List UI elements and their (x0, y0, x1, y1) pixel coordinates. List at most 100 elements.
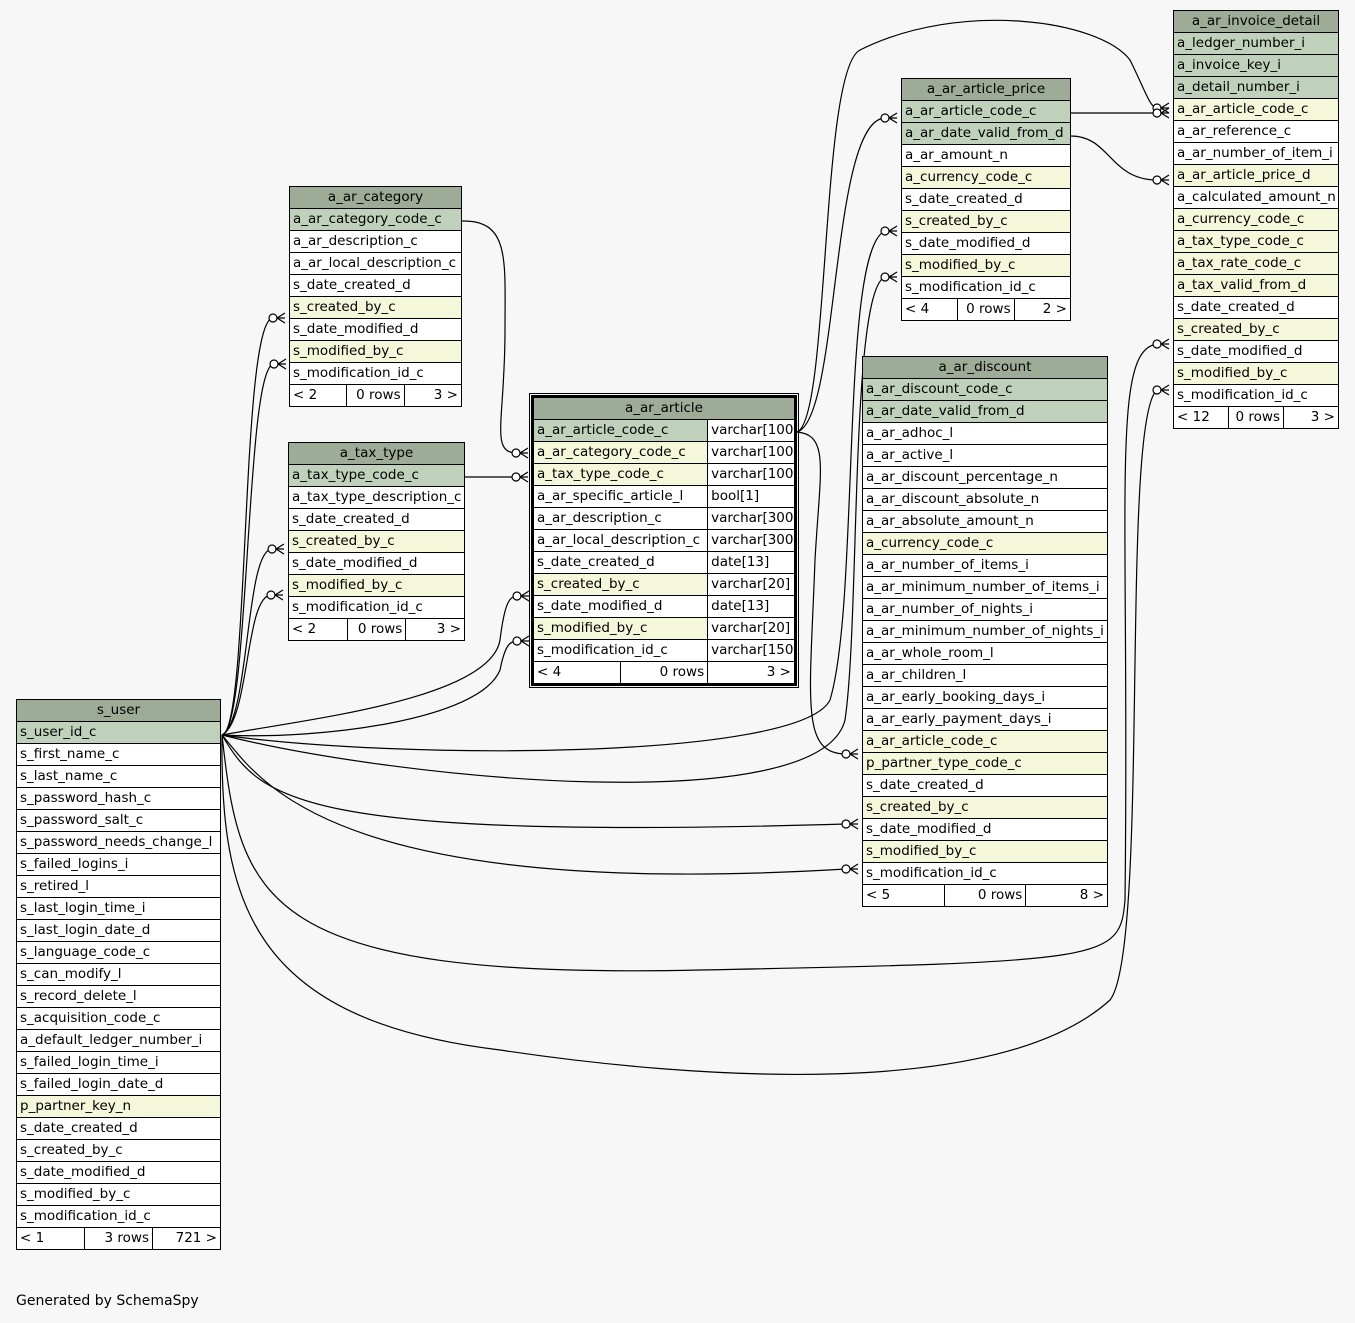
column-row[interactable]: s_date_created_d (16, 1117, 221, 1140)
column-row[interactable]: s_retired_l (16, 875, 221, 898)
column-row[interactable]: a_ar_whole_room_l (862, 642, 1108, 665)
column-row[interactable]: s_failed_login_time_i (16, 1051, 221, 1074)
children-count[interactable]: 2 > (1013, 298, 1072, 321)
column-row[interactable]: s_date_created_d (289, 274, 462, 297)
parents-count[interactable]: < 4 (900, 298, 959, 321)
column-row[interactable]: a_ar_active_l (862, 444, 1108, 467)
column-row[interactable]: a_ar_number_of_items_i (862, 554, 1108, 577)
column-row[interactable]: a_ar_amount_n (901, 144, 1071, 167)
parents-count[interactable]: < 12 (1173, 406, 1229, 429)
children-count[interactable]: 3 > (707, 661, 796, 685)
column-row[interactable]: s_date_modified_d (901, 232, 1071, 255)
column-row[interactable]: a_ar_adhoc_l (862, 422, 1108, 445)
column-row[interactable]: s_created_by_c (288, 530, 465, 553)
column-row[interactable]: s_modification_id_c (862, 862, 1108, 885)
column-row[interactable]: a_invoice_key_i (1173, 54, 1339, 77)
parents-count[interactable]: < 2 (288, 618, 348, 641)
parents-count[interactable]: < 2 (288, 384, 348, 407)
column-row[interactable]: s_user_id_c (16, 721, 221, 744)
column-row[interactable]: s_modification_id_c (288, 596, 465, 619)
children-count[interactable]: 3 > (403, 384, 463, 407)
column-row[interactable]: s_date_modified_d (289, 318, 462, 341)
column-row[interactable]: a_ar_children_l (862, 664, 1108, 687)
column-row[interactable]: a_detail_number_i (1173, 76, 1339, 99)
column-row[interactable]: s_modification_id_c (901, 276, 1071, 299)
column-row[interactable]: s_password_needs_change_l (16, 831, 221, 854)
children-count[interactable]: 721 > (152, 1227, 221, 1250)
column-row[interactable]: a_ar_local_description_c (289, 252, 462, 275)
column-row[interactable]: s_modified_by_c (288, 574, 465, 597)
column-row[interactable]: s_created_by_c (16, 1139, 221, 1162)
column-row[interactable]: a_tax_rate_code_c (1173, 252, 1339, 275)
column-row[interactable]: s_first_name_c (16, 743, 221, 766)
column-row[interactable]: s_last_login_time_i (16, 897, 221, 920)
column-row[interactable]: s_language_code_c (16, 941, 221, 964)
column-row[interactable]: s_date_modified_d (862, 818, 1108, 841)
column-row[interactable]: s_modification_id_c (289, 362, 462, 385)
children-count[interactable]: 3 > (405, 618, 465, 641)
column-row[interactable]: s_password_salt_c (16, 809, 221, 832)
column-row[interactable]: a_ar_description_c (289, 230, 462, 253)
column-row[interactable]: a_ar_reference_c (1173, 120, 1339, 143)
column-row[interactable]: s_last_name_c (16, 765, 221, 788)
column-row[interactable]: s_password_hash_c (16, 787, 221, 810)
parents-count[interactable]: < 4 (532, 661, 621, 685)
column-row[interactable]: p_partner_type_code_c (862, 752, 1108, 775)
column-row[interactable]: a_currency_code_c (901, 166, 1071, 189)
column-row[interactable]: a_tax_valid_from_d (1173, 274, 1339, 297)
column-row[interactable]: a_ar_date_valid_from_d (862, 400, 1108, 423)
column-row[interactable]: a_ar_absolute_amount_n (862, 510, 1108, 533)
parents-count[interactable]: < 5 (862, 884, 945, 907)
column-row[interactable]: a_ar_category_code_c (289, 208, 462, 231)
column-row[interactable]: a_ar_discount_percentage_n (862, 466, 1108, 489)
column-row[interactable]: s_date_created_d (901, 188, 1071, 211)
column-row[interactable]: a_currency_code_c (1173, 208, 1339, 231)
column-row[interactable]: a_ar_minimum_number_of_items_i (862, 576, 1108, 599)
column-row[interactable]: s_modified_by_c (901, 254, 1071, 277)
column-row[interactable]: s_modified_by_c (16, 1183, 221, 1206)
column-row[interactable]: s_date_modified_d (1173, 340, 1339, 363)
column-row[interactable]: s_modification_id_c (1173, 384, 1339, 407)
column-row[interactable]: a_tax_type_code_c (288, 464, 465, 487)
column-row[interactable]: s_record_delete_l (16, 985, 221, 1008)
column-row[interactable]: a_ar_article_price_d (1173, 164, 1339, 187)
column-row[interactable]: a_ar_article_code_c (862, 730, 1108, 753)
column-row[interactable]: s_modified_by_c (289, 340, 462, 363)
column-row[interactable]: p_partner_key_n (16, 1095, 221, 1118)
column-row[interactable]: a_ar_number_of_nights_i (862, 598, 1108, 621)
column-row[interactable]: a_ar_discount_code_c (862, 378, 1108, 401)
column-row[interactable]: s_date_modified_d (16, 1161, 221, 1184)
column-row[interactable]: a_ar_early_payment_days_i (862, 708, 1108, 731)
children-count[interactable]: 8 > (1025, 884, 1108, 907)
column-row[interactable]: s_modification_id_c (16, 1205, 221, 1228)
column-row[interactable]: a_ledger_number_i (1173, 32, 1339, 55)
column-row[interactable]: s_modified_by_c (862, 840, 1108, 863)
column-row[interactable]: a_ar_discount_absolute_n (862, 488, 1108, 511)
column-row[interactable]: a_calculated_amount_n (1173, 186, 1339, 209)
column-row[interactable]: s_date_created_d (1173, 296, 1339, 319)
column-row[interactable]: s_date_created_d (862, 774, 1108, 797)
column-row[interactable]: s_failed_logins_i (16, 853, 221, 876)
children-count[interactable]: 3 > (1283, 406, 1339, 429)
column-row[interactable]: a_ar_minimum_number_of_nights_i (862, 620, 1108, 643)
column-row[interactable]: s_created_by_c (289, 296, 462, 319)
column-row[interactable]: s_created_by_c (862, 796, 1108, 819)
column-row[interactable]: a_ar_date_valid_from_d (901, 122, 1071, 145)
column-row[interactable]: s_last_login_date_d (16, 919, 221, 942)
column-row[interactable]: a_tax_type_code_c (1173, 230, 1339, 253)
parents-count[interactable]: < 1 (16, 1227, 85, 1250)
